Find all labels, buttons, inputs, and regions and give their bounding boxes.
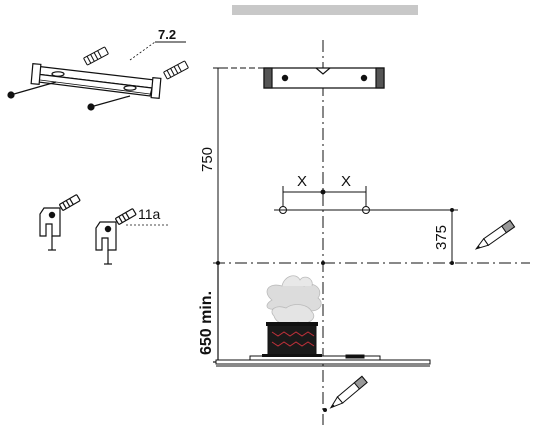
- wall-plug-icon: [83, 46, 189, 80]
- pencil-icon: [329, 375, 368, 409]
- wall-bracket-icon: [30, 63, 162, 99]
- clip-group: [39, 194, 170, 265]
- dim-point: [321, 261, 325, 265]
- dim-375-label: 375: [433, 225, 450, 250]
- clip-ref-label: 11a: [138, 206, 161, 222]
- dim-750-label: 750: [199, 147, 216, 172]
- hob-icon: [215, 354, 431, 367]
- screw-icon: [7, 81, 131, 111]
- ceiling-bar: [232, 5, 418, 15]
- wall-bracket-kit: 7.2: [7, 27, 189, 111]
- bracket-ref-leader: [129, 41, 156, 61]
- steam-icon: [266, 275, 322, 326]
- pencil-icon: [474, 219, 516, 250]
- dim-x: [279, 186, 370, 214]
- dim-x-left-label: X: [297, 173, 307, 190]
- pan-icon: [262, 322, 322, 357]
- dim-point: [450, 261, 454, 265]
- dim-x-right-label: X: [341, 173, 351, 190]
- dim-650-label: 650 min.: [198, 291, 215, 355]
- dim-point: [323, 408, 327, 412]
- bracket-ref-label: 7.2: [158, 27, 176, 42]
- clip-icon: [39, 194, 81, 251]
- dim-750: [213, 67, 223, 263]
- mounted-bracket: [263, 67, 385, 89]
- clip-icon: [95, 208, 137, 265]
